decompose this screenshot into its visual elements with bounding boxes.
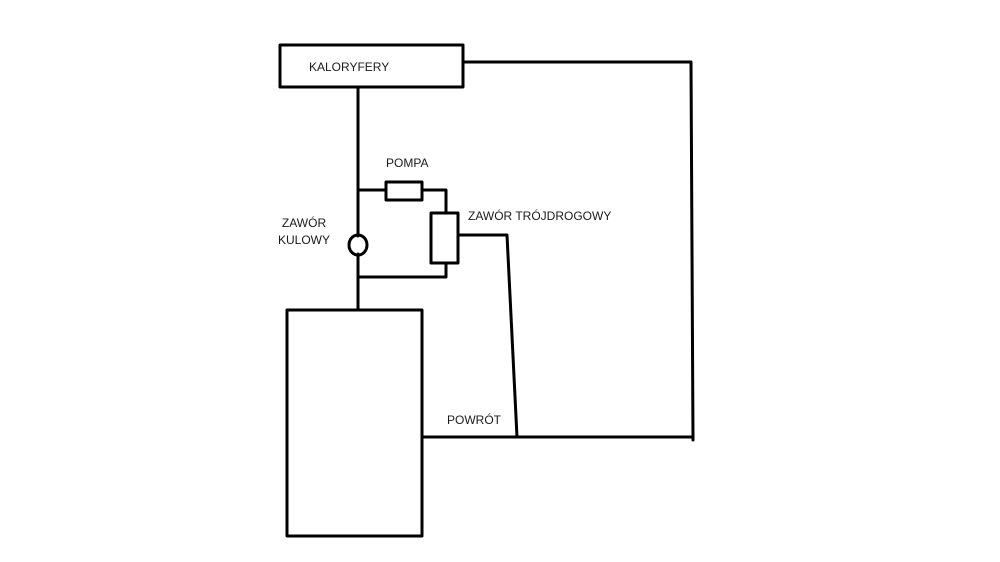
return-label: POWRÓT — [447, 413, 501, 427]
pump-symbol — [384, 180, 424, 202]
three-way-valve-symbol — [429, 211, 460, 265]
ball-valve-label: ZAWÓR KULOWY — [272, 216, 336, 247]
ball-valve-label-line2: KULOWY — [277, 233, 330, 247]
boiler-box — [285, 308, 424, 538]
radiators-box — [278, 43, 465, 89]
right-riser-pipe — [689, 60, 695, 442]
ball-valve-label-line1: ZAWÓR — [281, 216, 327, 230]
bypass-bottom — [356, 261, 448, 279]
ball-valve-symbol — [347, 233, 369, 257]
three-way-valve-label: ZAWÓR TRÓJDROGOWY — [468, 209, 612, 223]
three-way-return-pipe — [456, 233, 519, 439]
radiators-label: KALORYFERY — [309, 60, 390, 74]
pump-label: POMPA — [386, 156, 429, 170]
bypass-top-right — [420, 188, 448, 215]
